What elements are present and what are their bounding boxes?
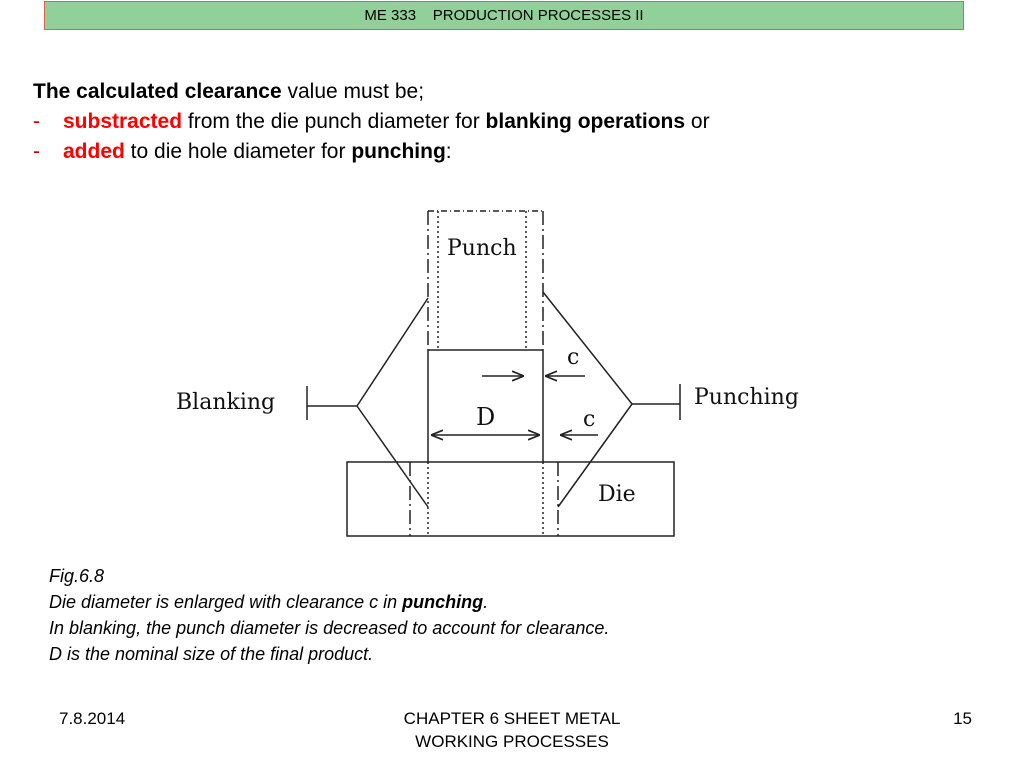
footer-chapter-line-1: CHAPTER 6 SHEET METAL [403,709,621,728]
intro-line-1: The calculated clearance value must be; [33,77,710,107]
blanking-bracket-upper [356,297,429,407]
die-block [346,461,675,537]
intro-line-3-end: : [445,140,452,163]
slide-header: ME 333 PRODUCTION PROCESSES II [44,1,964,30]
intro-bold: The calculated clearance [33,80,282,103]
punching-label: Punching [694,385,799,410]
footer-date: 7.8.2014 [59,709,126,728]
clearance-c-label-bottom: c [583,407,595,432]
intro-line-2-mid: from the die punch diameter for [182,110,486,133]
keyword-blanking-operations: blanking operations [485,110,686,133]
intro-line-3-mid: to die hole diameter for [124,140,352,163]
intro-line-2-end: or [685,110,710,133]
caption-punching: punching [402,592,484,612]
blanking-bracket-lower [356,405,429,508]
intro-line-2: -substracted from the die punch diameter… [33,107,710,137]
die-label: Die [598,482,636,507]
caption-line-3: In blanking, the punch diameter is decre… [49,618,610,638]
clearance-c-label-top: c [567,345,579,370]
slide-number: 15 [953,709,972,728]
intro-text: The calculated clearance value must be; … [33,77,710,167]
punching-bracket-upper [542,291,633,405]
punching-bracket-lower [557,403,633,508]
caption-line-1: Fig.6.8 [49,566,105,586]
caption-line-2-post: . [483,592,489,612]
caption-line-2: Die diameter is enlarged with clearance … [49,589,609,615]
keyword-punching: punching [351,140,446,163]
bullet-dash: - [33,110,40,133]
caption-line-4: D is the nominal size of the final produ… [49,644,374,664]
blanking-label: Blanking [176,390,275,415]
intro-line-3: -added to die hole diameter for punching… [33,137,710,167]
bullet-dash: - [33,140,40,163]
figure-caption: Fig.6.8 Die diameter is enlarged with cl… [49,563,609,667]
footer-chapter-line-2: WORKING PROCESSES [415,732,609,751]
footer-chapter: CHAPTER 6 SHEET METAL WORKING PROCESSES [362,707,662,753]
punch-label: Punch [447,236,517,261]
caption-line-2-pre: Die diameter is enlarged with clearance … [49,592,403,612]
dimension-d-label: D [476,403,495,431]
intro-rest: value must be; [281,80,425,103]
keyword-added: added [63,140,125,163]
keyword-substracted: substracted [63,110,183,133]
